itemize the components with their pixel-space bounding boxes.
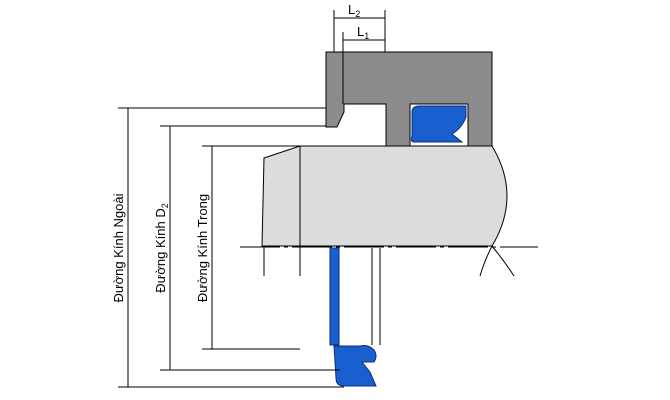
shaft-break-lines — [479, 245, 515, 277]
shaft — [261, 145, 508, 247]
seal-top — [410, 105, 467, 143]
housing-block — [325, 51, 493, 147]
inner-diameter-label: Đường Kính Trong — [195, 194, 210, 302]
seal-bottom-profile — [333, 345, 377, 387]
outer-diameter-label: Đường Kính Ngoài — [111, 193, 126, 302]
l1-label: L1 — [357, 24, 369, 41]
seal-vertical-band — [329, 247, 340, 346]
d2-label: Đường Kính D2 — [153, 203, 170, 292]
l2-label: L2 — [348, 2, 360, 19]
